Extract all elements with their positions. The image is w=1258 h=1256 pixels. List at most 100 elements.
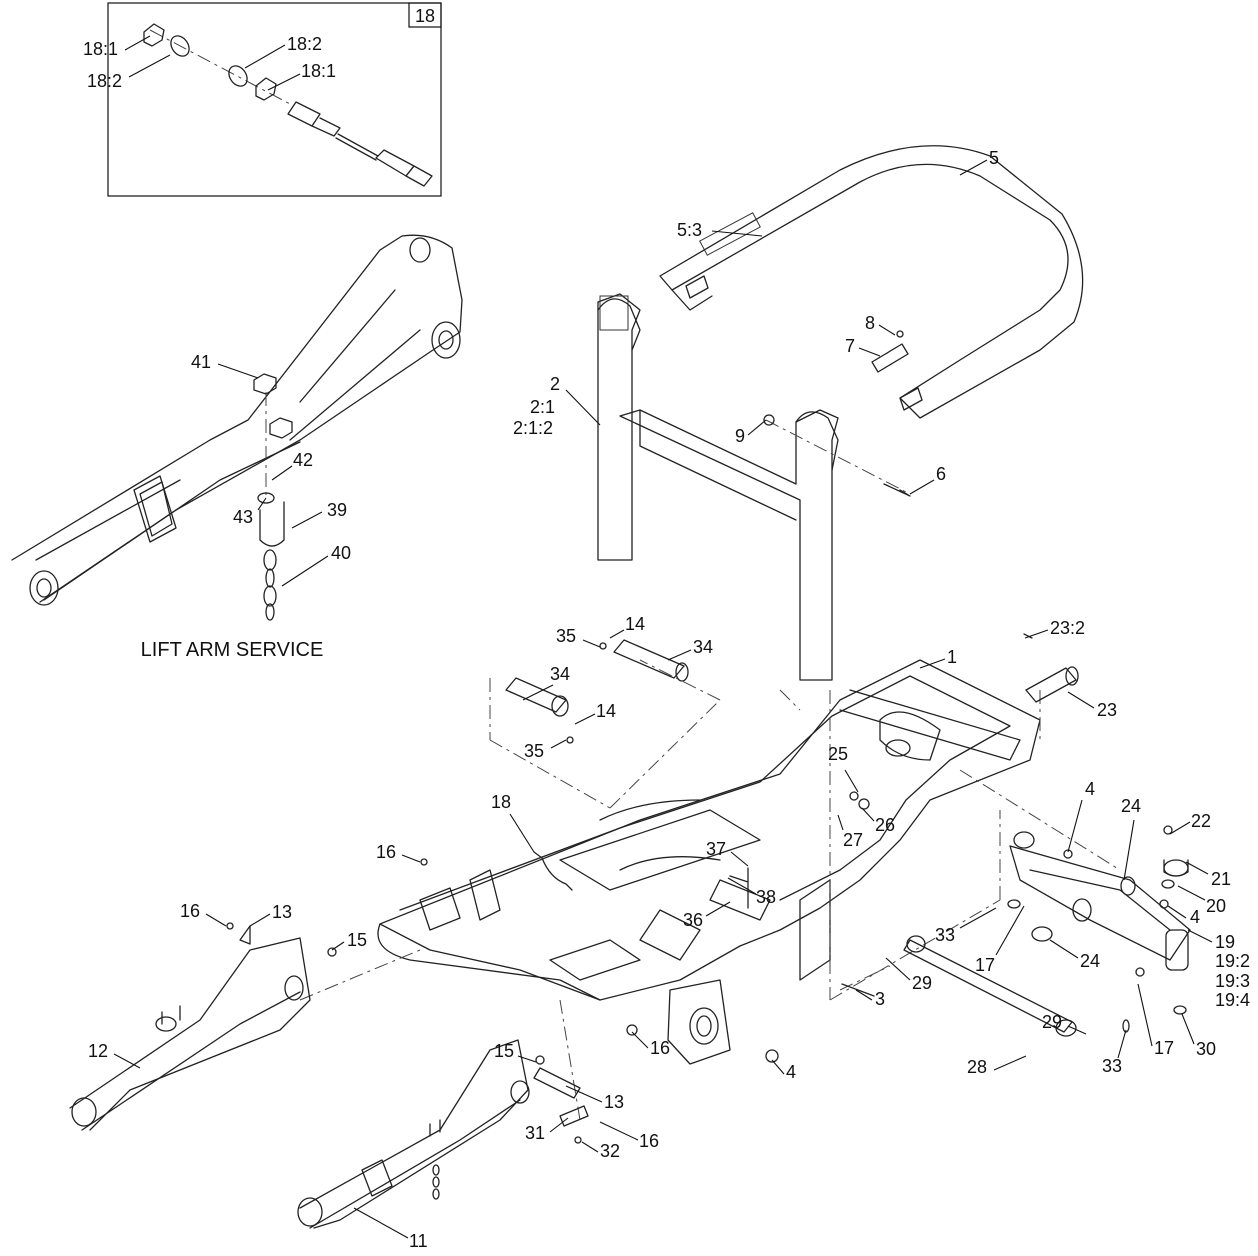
callout-c-16-d: 16 [639, 1131, 659, 1151]
callout-c-2-1: 2:1 [530, 397, 555, 417]
leader-line [599, 1121, 639, 1141]
leader-line [730, 851, 749, 867]
lift-arm-left [69, 937, 311, 1131]
leader-line [1049, 939, 1079, 959]
leader-line [1067, 1025, 1087, 1035]
callout-c-43: 43 [233, 507, 253, 527]
callout-c-37: 37 [706, 839, 726, 859]
leader-line [1024, 629, 1049, 639]
callout-c-8-a: 8 [865, 313, 875, 333]
callout-c-17-b: 17 [1154, 1038, 1174, 1058]
callout-c-16-c: 16 [650, 1038, 670, 1058]
leader-line [353, 1207, 409, 1239]
callout-c-3: 3 [875, 989, 885, 1009]
leader-line [667, 649, 692, 661]
leader-line [517, 1055, 537, 1063]
callout-c-20: 20 [1206, 896, 1226, 916]
callout-c-29-a: 29 [912, 973, 932, 993]
callout-c-2: 2 [550, 374, 560, 394]
leader-line [291, 511, 323, 529]
leader-line [1167, 905, 1187, 919]
leader-line [1187, 929, 1213, 943]
callout-c-4-b: 4 [1190, 907, 1200, 927]
leader-line [1177, 885, 1206, 901]
callout-c-19: 19 [1215, 932, 1235, 952]
callout-c-29-b: 29 [1042, 1012, 1062, 1032]
leader-line [609, 629, 625, 639]
callout-c-2-1-2: 2:1:2 [513, 418, 553, 438]
leader-line [837, 814, 844, 831]
lift-arm-service-assembly: LIFT ARM SERVICE [11, 234, 463, 661]
leader-line [1067, 799, 1083, 853]
callout-c-15-b: 15 [494, 1041, 514, 1061]
leader-line [550, 739, 567, 749]
leader-line [509, 813, 535, 853]
leader-line [582, 639, 601, 648]
leader-line [581, 1141, 599, 1153]
leader-line [711, 230, 763, 237]
callout-c-5-3: 5:3 [677, 220, 702, 240]
callout-c-41: 41 [191, 352, 211, 372]
leader-line [271, 465, 293, 481]
leader-line [1185, 861, 1209, 875]
leader-line [217, 363, 259, 379]
leader-line [1137, 983, 1153, 1047]
callout-c-23: 23 [1097, 700, 1117, 720]
callout-c-30: 30 [1196, 1039, 1216, 1059]
fasteners [226, 330, 1187, 1144]
leader-line [878, 324, 896, 336]
leader-line [281, 555, 329, 587]
leader-line [1117, 1029, 1127, 1059]
leader-line [205, 913, 227, 927]
leader-line [844, 769, 859, 793]
callout-c-21: 21 [1211, 869, 1231, 889]
callout-c-26: 26 [875, 815, 895, 835]
callout-c-42: 42 [293, 450, 313, 470]
callout-c-11: 11 [409, 1231, 428, 1251]
leader-line [747, 419, 767, 436]
leader-line [727, 877, 757, 895]
callout-c-19-4: 19:4 [1215, 990, 1250, 1010]
callout-c-1: 1 [947, 647, 957, 667]
callout-c-28: 28 [967, 1057, 987, 1077]
callout-c-7: 7 [845, 336, 855, 356]
callout-c-19-2: 19:2 [1215, 951, 1250, 971]
callout-c-32: 32 [600, 1141, 620, 1161]
callout-c-16-a: 16 [376, 842, 396, 862]
callout-c-4-a: 4 [1085, 779, 1095, 799]
callout-c-35-b: 35 [524, 741, 544, 761]
callout-c-18-2-b: 18:2 [287, 34, 322, 54]
leader-line [858, 347, 881, 357]
callout-c-15-a: 15 [347, 930, 367, 950]
leader-line [565, 1085, 603, 1103]
section-caption: LIFT ARM SERVICE [141, 639, 324, 661]
callout-c-18-1-a: 18:1 [83, 39, 118, 59]
callout-c-14-a: 14 [625, 614, 645, 634]
leader-line [244, 44, 286, 69]
leader-line [249, 913, 271, 927]
callout-c-31: 31 [525, 1123, 545, 1143]
callout-c-17-a: 17 [975, 955, 995, 975]
leader-line [855, 989, 873, 1001]
callout-c-22: 22 [1191, 811, 1211, 831]
callout-c-13-b: 13 [604, 1092, 624, 1112]
leader-line [1123, 819, 1135, 881]
callout-c-9: 9 [735, 426, 745, 446]
leader-line [959, 159, 988, 176]
callout-c-35-a: 35 [556, 626, 576, 646]
leader-line [631, 1031, 649, 1049]
main-chassis-frame [299, 659, 1121, 1121]
leader-line [909, 479, 935, 495]
callout-c-18: 18 [491, 792, 511, 812]
callout-c-39: 39 [327, 500, 347, 520]
leader-line [565, 389, 601, 426]
callout-c-13-a: 13 [272, 902, 292, 922]
pivot-pins [505, 639, 1079, 717]
callout-c-5: 5 [989, 148, 999, 168]
callout-c-12: 12 [88, 1041, 108, 1061]
callout-c-34-a: 34 [693, 637, 713, 657]
inset-detail-18: 18 [107, 2, 442, 197]
leader-line [1067, 691, 1095, 709]
callout-c-24-a: 24 [1121, 796, 1141, 816]
leader-line [885, 957, 911, 981]
